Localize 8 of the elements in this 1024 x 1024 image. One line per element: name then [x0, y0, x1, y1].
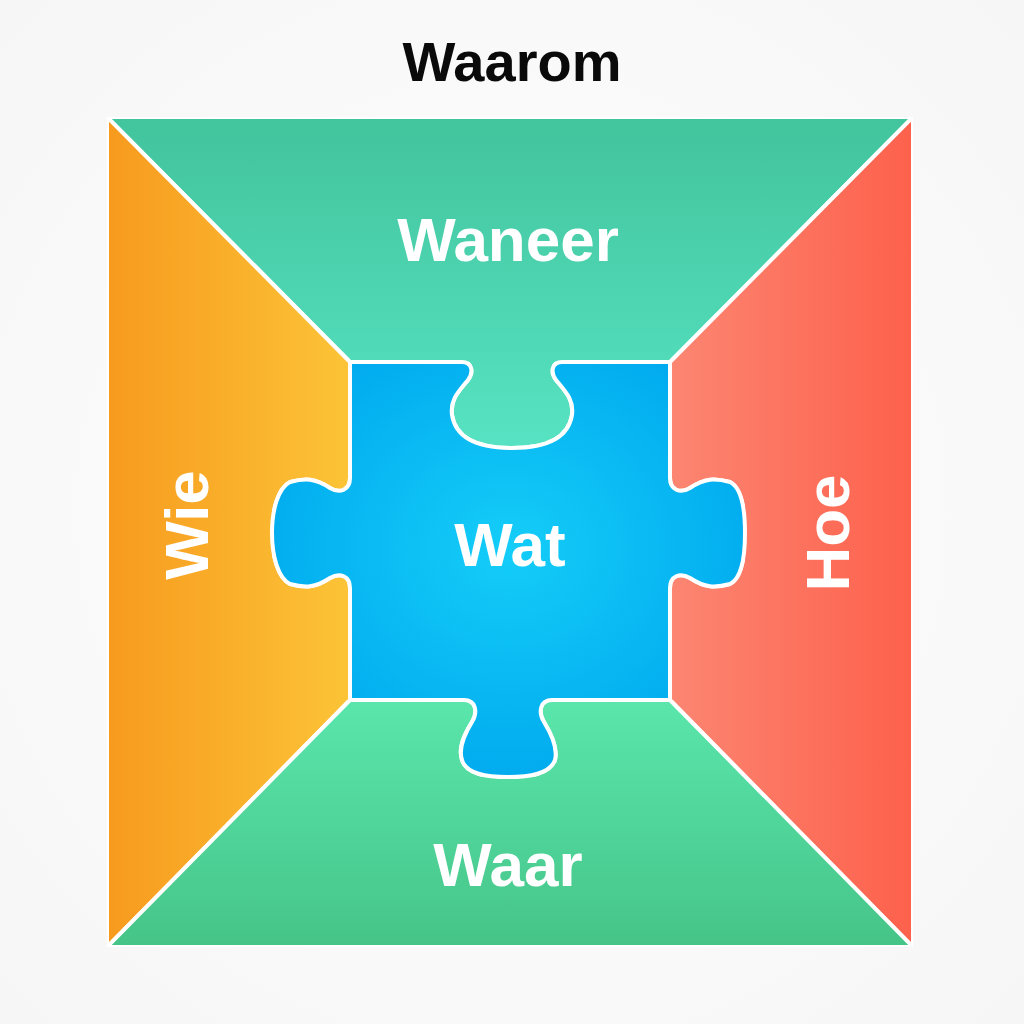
puzzle-piece	[272, 362, 745, 777]
region-label: Waneer	[397, 209, 619, 271]
trapezoid-panel	[107, 700, 913, 947]
region-label: Wie	[156, 470, 218, 580]
diagram-title: Waarom	[402, 34, 622, 90]
region-label: Wat	[454, 514, 566, 576]
region-label: Hoe	[797, 474, 859, 592]
region-label: Waar	[433, 834, 583, 896]
